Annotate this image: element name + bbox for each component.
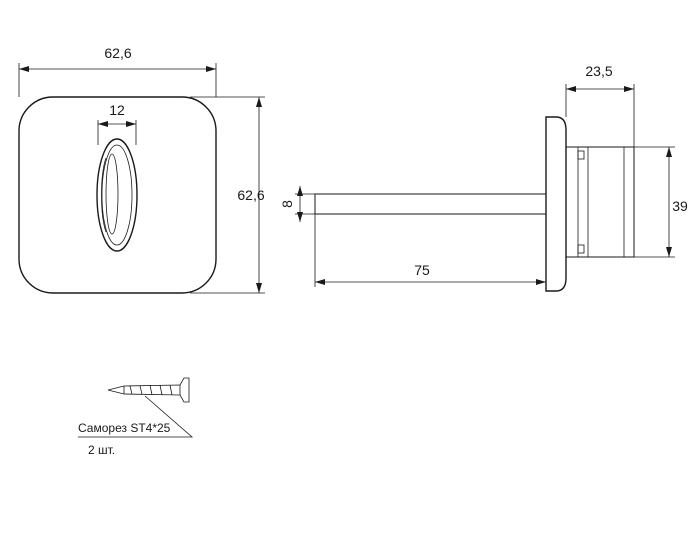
height-label: 62,6 — [237, 187, 264, 203]
knob-height-label: 39 — [672, 198, 688, 214]
side-view: 8 75 23,5 39 — [279, 63, 688, 292]
screw: Саморез ST4*25 2 шт. — [78, 377, 194, 457]
knob-inner — [101, 144, 133, 246]
slot-label: 12 — [109, 102, 125, 118]
width-label: 62,6 — [104, 45, 131, 61]
knob-outer — [96, 138, 138, 252]
rod-length-label: 75 — [414, 262, 430, 278]
rod — [314, 193, 547, 215]
knob-body — [565, 146, 635, 258]
screw-name: Саморез ST4*25 — [78, 421, 171, 435]
plate-outline — [18, 96, 217, 294]
depth-label: 23,5 — [585, 63, 612, 79]
knob-slot — [105, 153, 119, 235]
screw-head — [179, 377, 190, 403]
screw-quantity: 2 шт. — [88, 443, 115, 457]
screw-leader — [78, 395, 194, 438]
front-view: 62,6 62,6 12 — [18, 45, 265, 294]
rod-diameter-label: 8 — [279, 200, 295, 208]
flange — [545, 116, 567, 292]
